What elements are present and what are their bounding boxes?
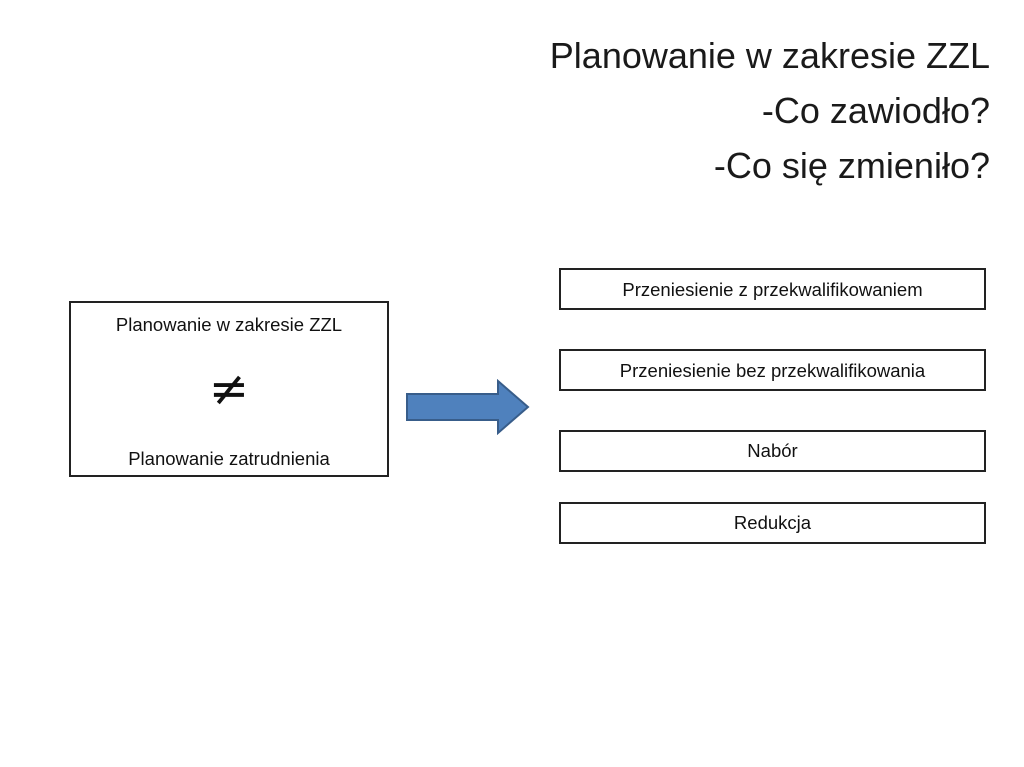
not-equal-symbol: ≠: [208, 361, 250, 417]
comparison-box: Planowanie w zakresie ZZL ≠ Planowanie z…: [69, 301, 389, 477]
title-line-3: -Co się zmieniło?: [713, 145, 990, 186]
option-box-reduction: Redukcja: [559, 502, 986, 544]
option-box-recruitment: Nabór: [559, 430, 986, 472]
option-label: Przeniesienie bez przekwalifikowania: [619, 360, 926, 381]
option-label: Nabór: [747, 440, 798, 461]
title-line-2: -Co zawiodło?: [761, 90, 990, 131]
option-label: Przeniesienie z przekwalifikowaniem: [622, 279, 923, 300]
title-line-1: Planowanie w zakresie ZZL: [549, 35, 990, 76]
option-label: Redukcja: [733, 512, 812, 533]
option-box-transfer-without-retraining: Przeniesienie bez przekwalifikowania: [559, 349, 986, 391]
slide-title: Planowanie w zakresie ZZL -Co zawiodło? …: [370, 28, 990, 193]
option-box-transfer-with-retraining: Przeniesienie z przekwalifikowaniem: [559, 268, 986, 310]
right-arrow-icon: [406, 379, 530, 435]
comparison-bottom-text: Planowanie zatrudnienia: [128, 448, 330, 469]
comparison-top-text: Planowanie w zakresie ZZL: [115, 314, 343, 335]
